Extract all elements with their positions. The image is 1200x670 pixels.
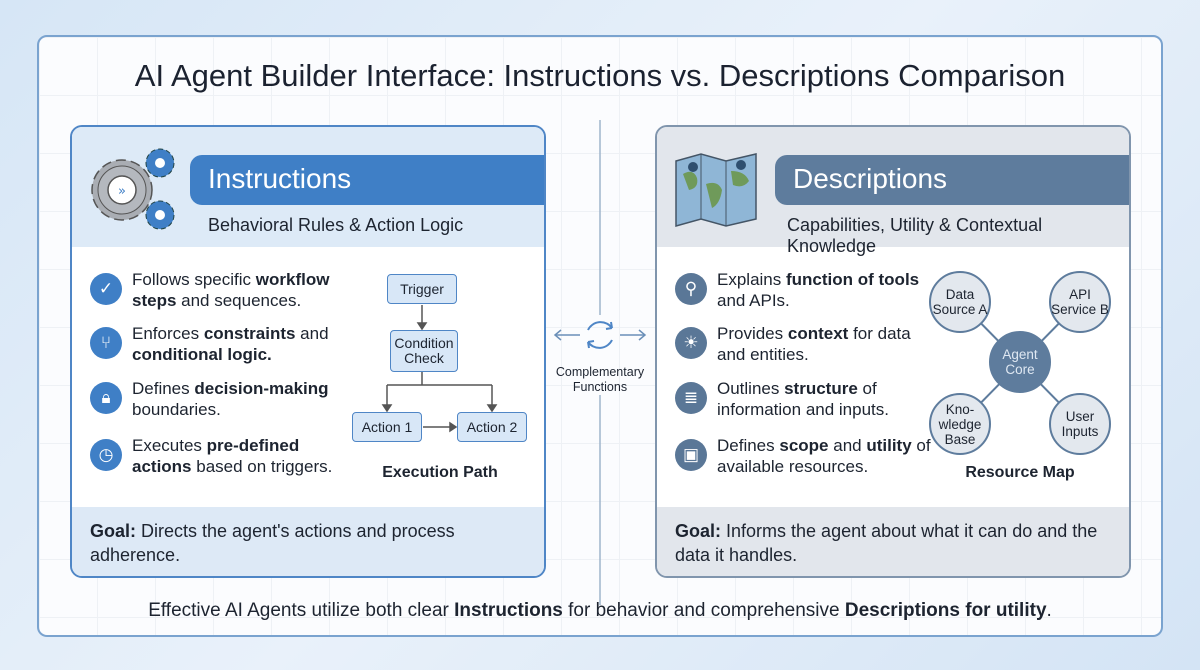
instructions-goal: Goal: Directs the agent's actions and pr… bbox=[72, 507, 544, 576]
descriptions-subtitle: Capabilities, Utility & Contextual Knowl… bbox=[787, 215, 1043, 256]
bold-text: Goal: bbox=[90, 521, 137, 541]
bold-text: function of tools bbox=[785, 270, 920, 289]
text: Defines bbox=[717, 436, 780, 455]
cycle-arrows-icon bbox=[587, 321, 613, 349]
list-item: Defines decision-making boundaries. bbox=[132, 378, 352, 420]
map-icon bbox=[675, 153, 757, 227]
list-item: Outlines structure of information and in… bbox=[717, 378, 937, 420]
node-agent-core: Agent Core bbox=[989, 331, 1051, 393]
descriptions-panel: Descriptions Capabilities, Utility & Con… bbox=[655, 125, 1131, 578]
text: Informs the agent about what it can do a… bbox=[675, 521, 1098, 565]
text: Enforces bbox=[132, 324, 204, 343]
flow-trigger: Trigger bbox=[387, 274, 457, 304]
text: Executes bbox=[132, 436, 207, 455]
instructions-subtitle: Behavioral Rules & Action Logic bbox=[208, 215, 464, 235]
text: Outlines bbox=[717, 379, 785, 398]
text: and bbox=[295, 324, 329, 343]
text: of information and inputs. bbox=[717, 379, 889, 419]
bold-text: pre-defined actions bbox=[132, 436, 300, 476]
instructions-panel: » Instructions Behavioral Rules & Action… bbox=[70, 125, 546, 578]
bold-text: scope bbox=[779, 436, 829, 455]
lightbulb-icon: ☀ bbox=[675, 327, 707, 359]
text: based on triggers. bbox=[191, 457, 333, 476]
branch-arrows-icon: ⑂ bbox=[90, 327, 122, 359]
clock-icon: ◷ bbox=[90, 439, 122, 471]
flow-caption: Execution Path bbox=[382, 464, 498, 481]
bold-text: utility bbox=[866, 436, 912, 455]
node-api-service: API Service B bbox=[1049, 271, 1111, 333]
bold-text: conditional logic. bbox=[132, 345, 272, 364]
bold-text: structure bbox=[784, 379, 858, 398]
list-item: Follows specific workflow steps and sequ… bbox=[132, 269, 352, 311]
lock-icon: 🔒︎ bbox=[90, 382, 122, 414]
list-item: Enforces constraints and conditional log… bbox=[132, 323, 352, 365]
map-caption: Resource Map bbox=[965, 464, 1075, 481]
text: and bbox=[828, 436, 867, 455]
flow-condition: Condition Check bbox=[390, 330, 458, 372]
descriptions-goal: Goal: Informs the agent about what it ca… bbox=[657, 507, 1129, 576]
flow-connectors bbox=[381, 305, 498, 433]
text: and sequences. bbox=[176, 291, 302, 310]
text: of available resources. bbox=[717, 436, 931, 476]
text: and APIs. bbox=[717, 291, 790, 310]
gears-icon: » bbox=[91, 148, 175, 230]
page-title: AI Agent Builder Interface: Instructions… bbox=[134, 58, 1066, 93]
bold-text: decision-making bbox=[194, 379, 329, 398]
node-data-source: Data Source A bbox=[929, 271, 991, 333]
text: Provides bbox=[717, 324, 788, 343]
text: Explains bbox=[717, 270, 786, 289]
text: for data and entities. bbox=[717, 324, 911, 364]
list-item: Defines scope and utility of available r… bbox=[717, 435, 937, 477]
text: Directs the agent's actions and process … bbox=[90, 521, 455, 565]
node-knowledge-base: Kno- wledge Base bbox=[929, 393, 991, 455]
magnifier-icon: ⚲ bbox=[675, 273, 707, 305]
instructions-heading: Instructions bbox=[190, 155, 544, 205]
list-item: Explains function of tools and APIs. bbox=[717, 269, 937, 311]
bold-text: Instructions bbox=[454, 600, 563, 621]
node-user-inputs: User Inputs bbox=[1049, 393, 1111, 455]
text: Effective AI Agents utilize both clear bbox=[148, 600, 455, 621]
briefcase-icon: ▣ bbox=[675, 439, 707, 471]
bidirectional-arrow bbox=[553, 329, 647, 341]
descriptions-heading: Descriptions bbox=[775, 155, 1129, 205]
database-icon: ≣ bbox=[675, 382, 707, 414]
text: Follows specific bbox=[132, 270, 256, 289]
connector bbox=[553, 120, 647, 605]
flow-action-1: Action 1 bbox=[352, 412, 422, 442]
text: Defines bbox=[132, 379, 195, 398]
list-item: Executes pre-defined actions based on tr… bbox=[132, 435, 352, 477]
connector-label: Complementary Functions bbox=[555, 365, 645, 394]
list-item: Provides context for data and entities. bbox=[717, 323, 937, 365]
svg-text:»: » bbox=[118, 184, 126, 199]
bold-text: context bbox=[787, 324, 849, 343]
bold-text: constraints bbox=[203, 324, 296, 343]
footer-summary: Effective AI Agents utilize both clear I… bbox=[0, 600, 1200, 622]
flow-action-2: Action 2 bbox=[457, 412, 527, 442]
text: . bbox=[1046, 600, 1052, 621]
text: boundaries. bbox=[132, 400, 221, 419]
bold-text: Descriptions for utility bbox=[844, 600, 1047, 621]
text: for behavior and comprehensive bbox=[562, 600, 845, 621]
check-circle-icon: ✓ bbox=[90, 273, 122, 305]
bold-text: workflow steps bbox=[132, 270, 330, 310]
bold-text: Goal: bbox=[675, 521, 722, 541]
